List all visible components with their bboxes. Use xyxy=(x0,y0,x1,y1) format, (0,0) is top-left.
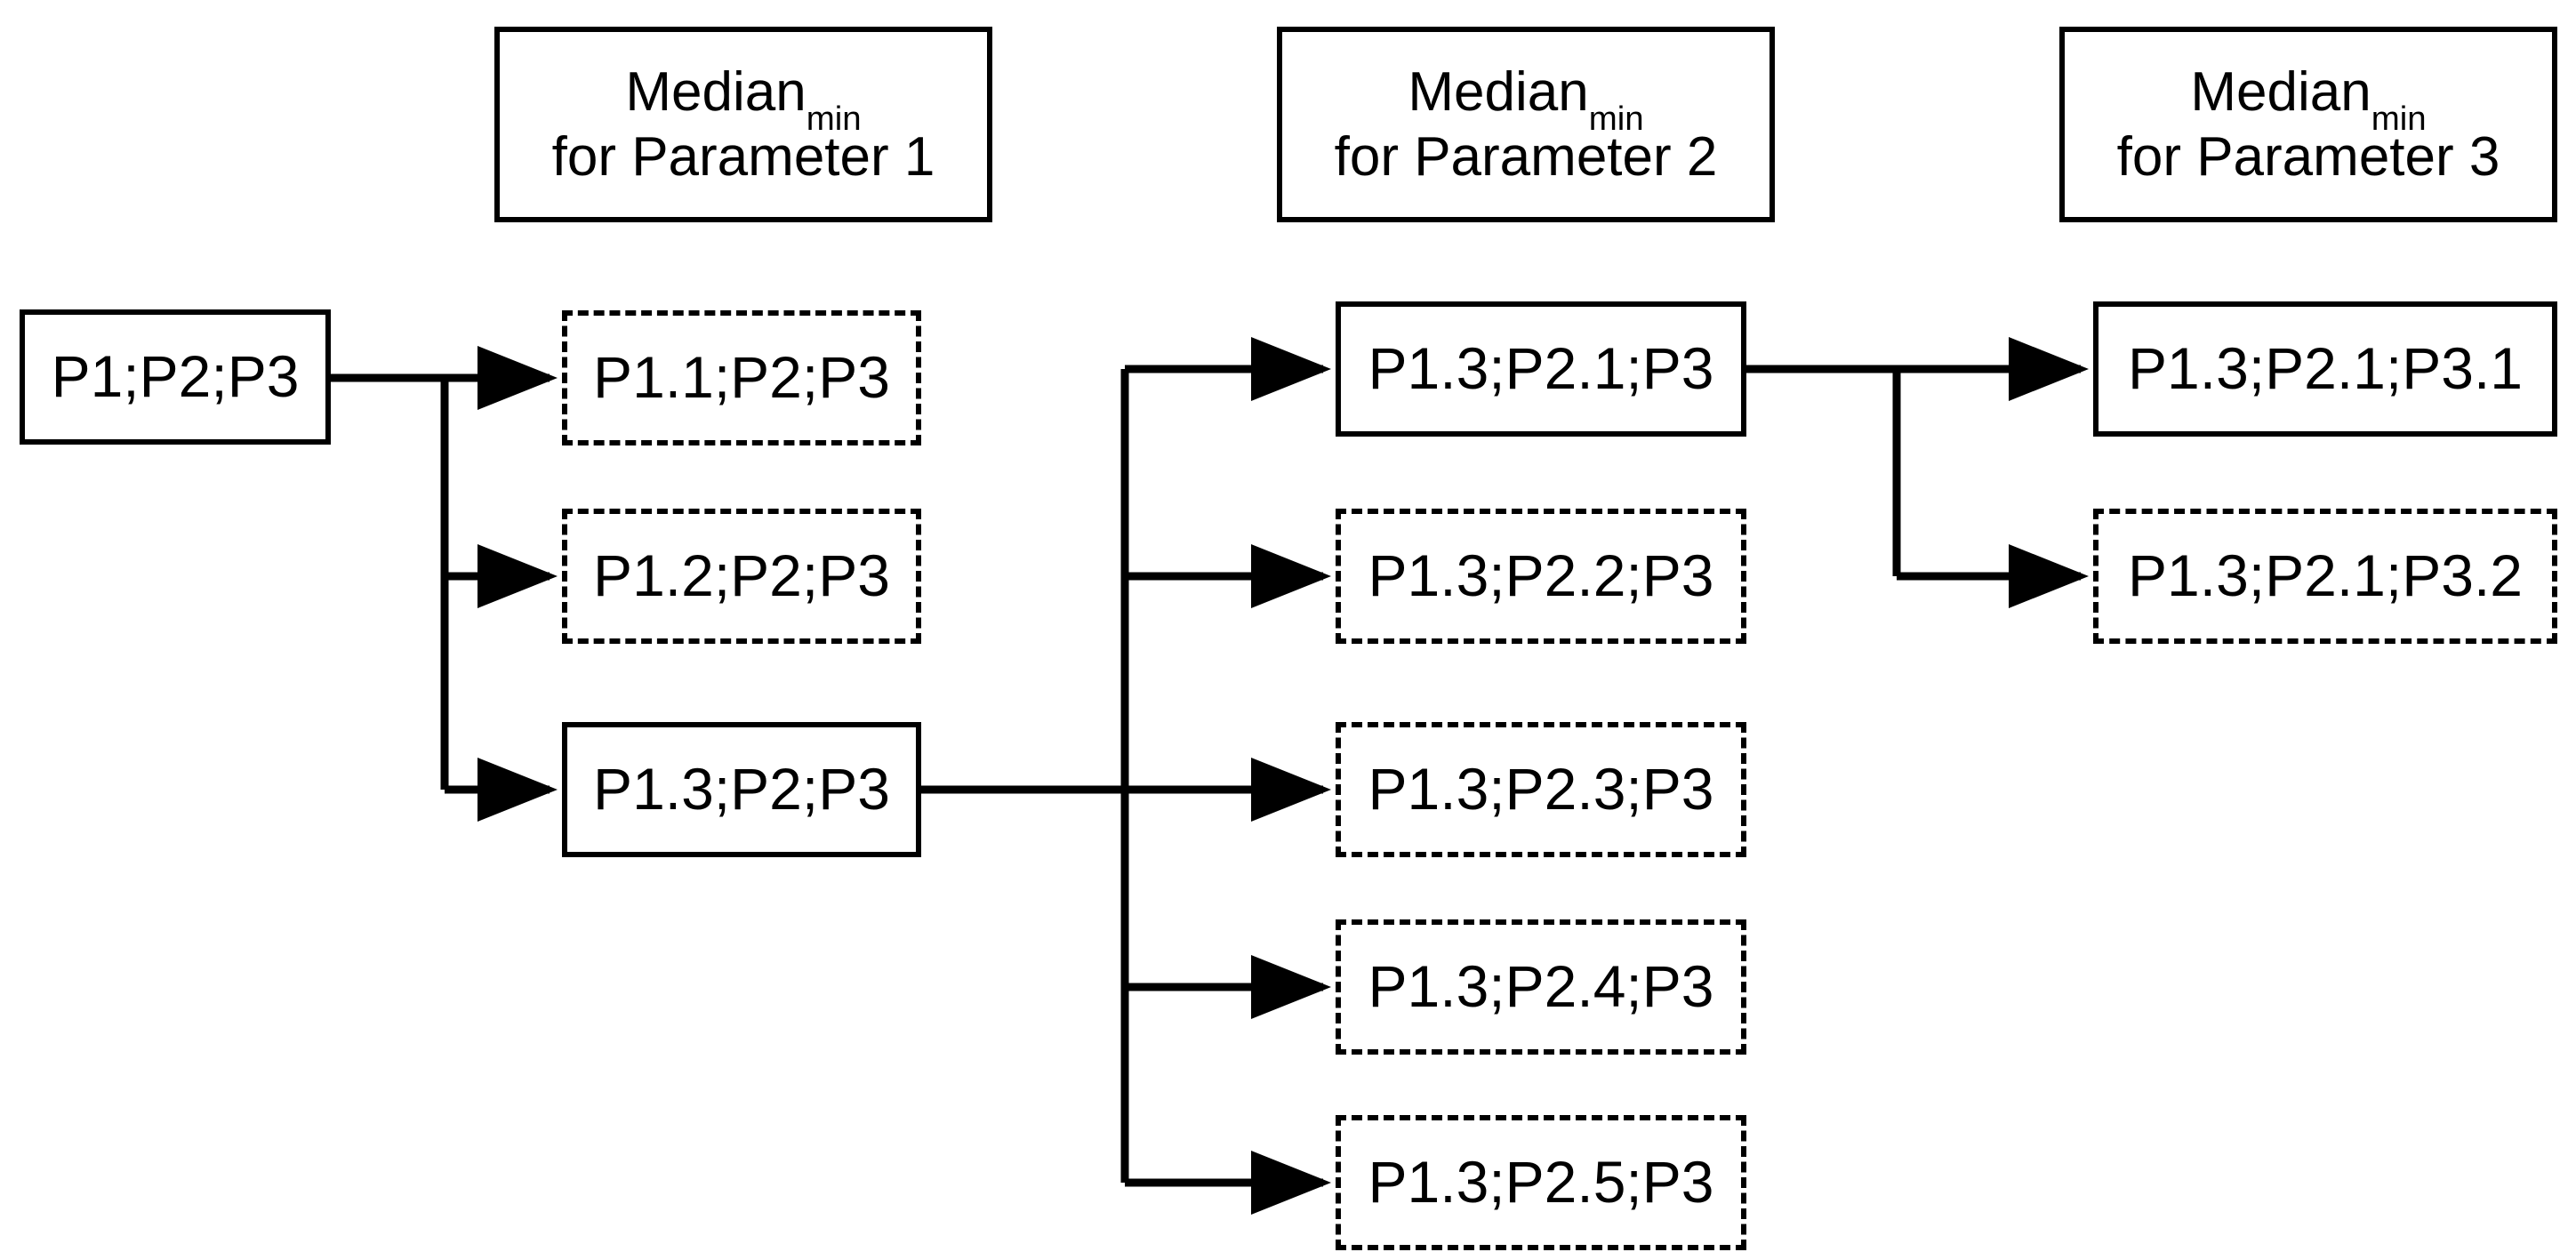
node-p1-3[interactable]: P1.3;P2;P3 xyxy=(562,722,921,857)
node-p2-3[interactable]: P1.3;P2.3;P3 xyxy=(1336,722,1746,857)
header-2-line1: Medianmin xyxy=(1408,60,1644,138)
node-p1-1[interactable]: P1.1;P2;P3 xyxy=(562,310,921,445)
node-p2-1[interactable]: P1.3;P2.1;P3 xyxy=(1336,301,1746,437)
header-parameter-3: Medianmin for Parameter 3 xyxy=(2059,27,2557,222)
node-root[interactable]: P1;P2;P3 xyxy=(20,309,331,445)
node-p2-4[interactable]: P1.3;P2.4;P3 xyxy=(1336,919,1746,1055)
header-parameter-1: Medianmin for Parameter 1 xyxy=(494,27,992,222)
edge-p1-3-to-column2 xyxy=(921,337,1331,1215)
edge-p2-1-to-column3 xyxy=(1746,337,2089,608)
header-1-line1: Medianmin xyxy=(625,60,862,138)
header-1-line2: for Parameter 1 xyxy=(551,126,935,188)
node-p2-5[interactable]: P1.3;P2.5;P3 xyxy=(1336,1115,1746,1250)
node-p3-1[interactable]: P1.3;P2.1;P3.1 xyxy=(2093,301,2557,437)
header-2-line2: for Parameter 2 xyxy=(1334,126,1718,188)
node-p1-2[interactable]: P1.2;P2;P3 xyxy=(562,509,921,644)
edge-root-to-column1 xyxy=(331,346,558,822)
header-parameter-2: Medianmin for Parameter 2 xyxy=(1277,27,1775,222)
node-p2-2[interactable]: P1.3;P2.2;P3 xyxy=(1336,509,1746,644)
header-3-line1: Medianmin xyxy=(2190,60,2427,138)
node-p3-2[interactable]: P1.3;P2.1;P3.2 xyxy=(2093,509,2557,644)
header-3-line2: for Parameter 3 xyxy=(2116,126,2500,188)
